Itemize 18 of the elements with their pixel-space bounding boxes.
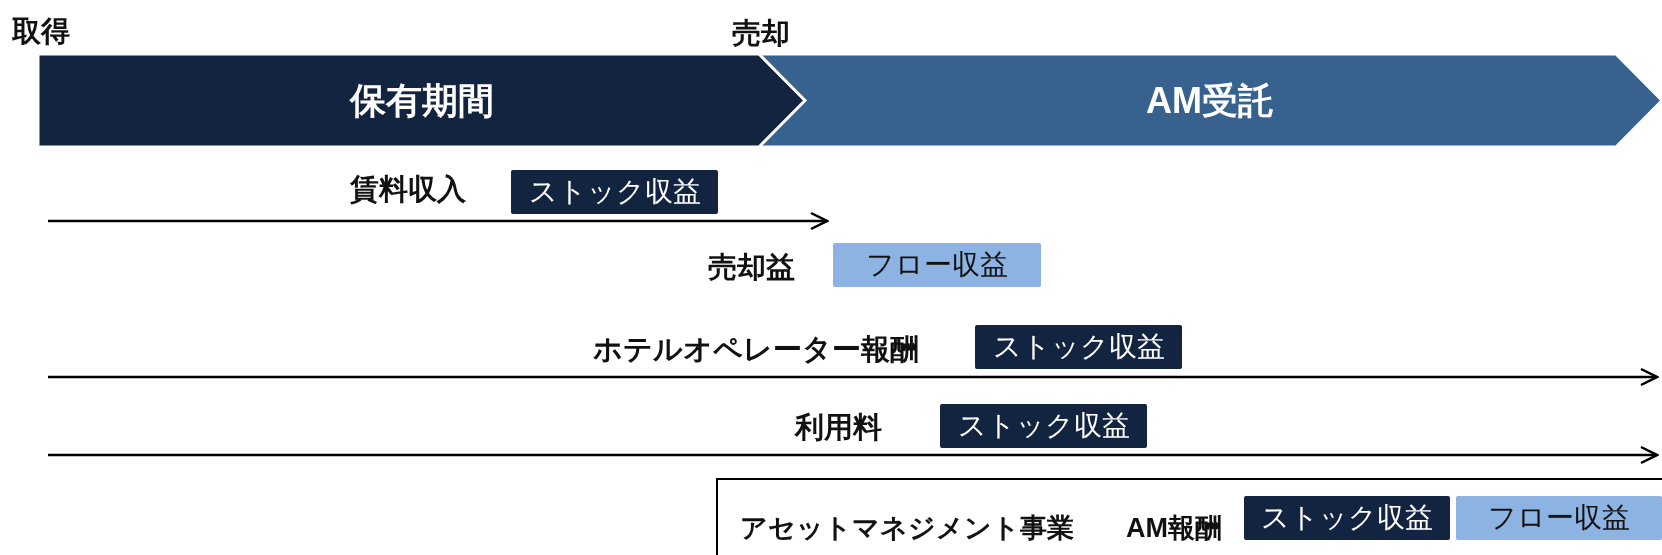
revenue-tag: ストック収益: [975, 325, 1182, 369]
revenue-label: 利用料: [795, 410, 882, 445]
revenue-label: 売却益: [708, 250, 795, 285]
revenue-label: ホテルオペレーター報酬: [593, 332, 919, 367]
revenue-tag: ストック収益: [1244, 496, 1450, 540]
business-panel: [716, 478, 1662, 555]
revenue-tag: フロー収益: [833, 243, 1041, 287]
business-label: アセットマネジメント事業: [740, 512, 1074, 545]
revenue-tag: ストック収益: [511, 170, 718, 214]
milestone-label: 取得: [12, 14, 70, 49]
revenue-tag: ストック収益: [940, 404, 1147, 448]
phase-label: AM受託: [1145, 78, 1275, 122]
phase-chevron: [38, 54, 805, 147]
revenue-label: 賃料収入: [350, 172, 466, 207]
business-label: AM報酬: [1126, 512, 1222, 545]
phase-label: 保有期間: [348, 78, 495, 122]
milestone-label: 売却: [732, 16, 790, 51]
revenue-tag: フロー収益: [1456, 496, 1662, 540]
